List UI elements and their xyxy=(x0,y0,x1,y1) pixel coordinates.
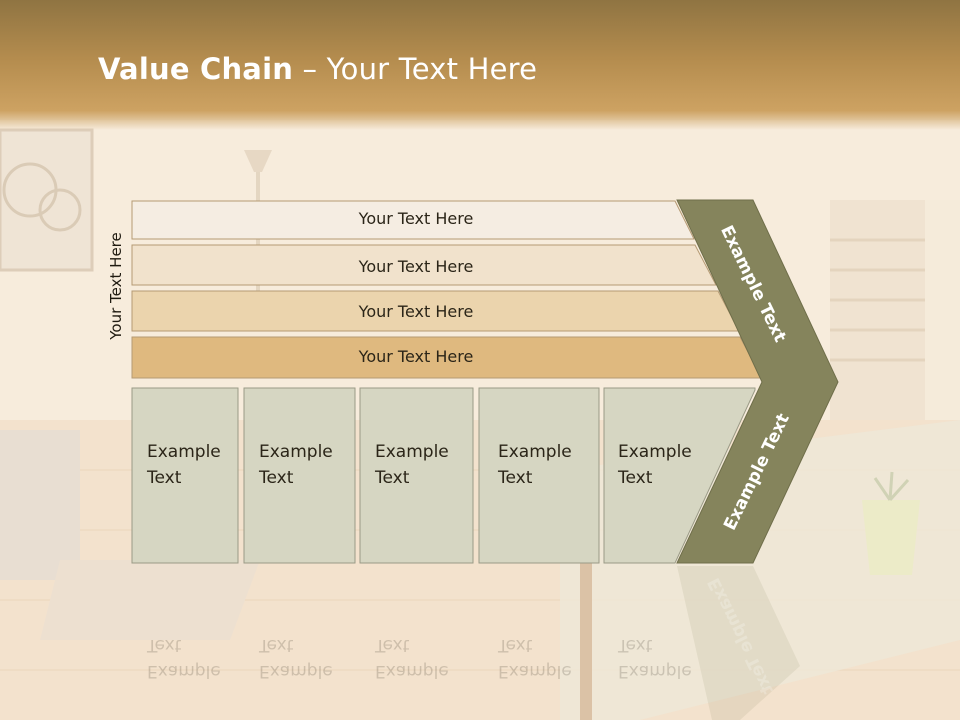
chevron-shape xyxy=(676,199,839,564)
box-shape-3 xyxy=(359,387,474,564)
side-label: Your Text Here xyxy=(107,232,125,340)
box-text-4-line2: Text xyxy=(498,468,533,488)
bar-label-2: Your Text Here xyxy=(358,257,474,276)
box-text-1-line1: Example xyxy=(147,442,221,462)
title-bar xyxy=(0,0,960,130)
bar-label-1: Your Text Here xyxy=(358,209,474,228)
page-title-rest: – Your Text Here xyxy=(293,52,538,86)
box-text-4-line1: Example xyxy=(498,442,572,462)
box-shape-2 xyxy=(243,387,356,564)
box-text-3-line2: Text xyxy=(375,468,410,488)
page-title: Value Chain – Your Text Here xyxy=(98,52,537,86)
box-text-5-line1: Example xyxy=(618,442,692,462)
chevron-reflection xyxy=(677,566,800,720)
box-text-5-line2: Text xyxy=(618,468,653,488)
bar-shape-1 xyxy=(131,200,695,240)
bar-label-3: Your Text Here xyxy=(358,302,474,321)
box-shape-1 xyxy=(131,387,239,564)
box-text-2-line1: Example xyxy=(259,442,333,462)
box-shape-5 xyxy=(603,387,756,564)
page-title-bold: Value Chain xyxy=(98,52,294,86)
bar-label-4: Your Text Here xyxy=(358,347,474,366)
box-text-2-line2: Text xyxy=(259,468,294,488)
box-text-1-line2: Text xyxy=(147,468,182,488)
box-shape-4 xyxy=(478,387,600,564)
bar-shape-2 xyxy=(131,244,717,286)
box-text-3-line1: Example xyxy=(375,442,449,462)
